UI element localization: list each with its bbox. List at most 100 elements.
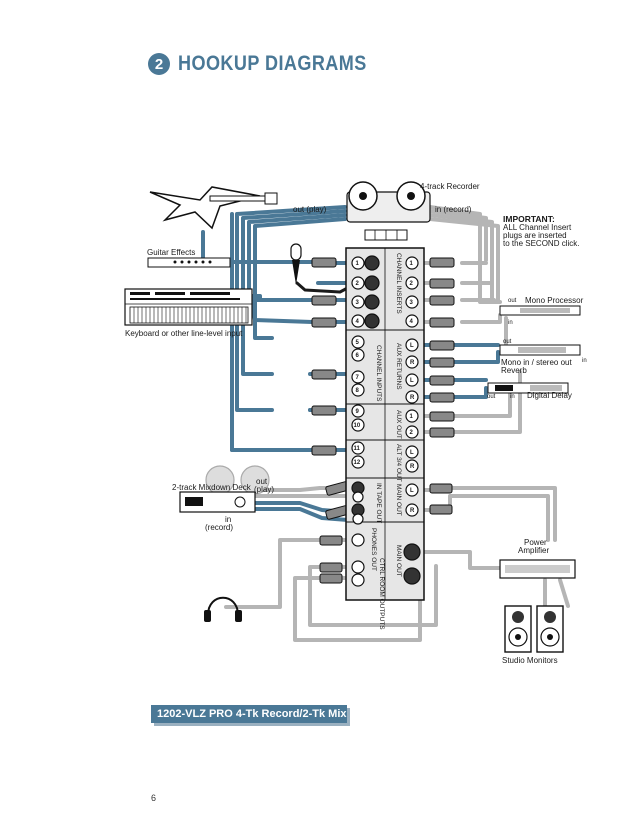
jack: [405, 256, 419, 270]
out-label: out: [503, 339, 512, 345]
plug: [429, 427, 455, 438]
jack-label: 2: [356, 281, 360, 287]
aux-return-jacks: L R L R: [405, 338, 419, 404]
xlr-jack: [364, 275, 380, 291]
plug: [319, 573, 343, 584]
plug: [429, 317, 455, 328]
plug: [429, 504, 453, 515]
jack-label: 4: [410, 319, 414, 325]
tape-jacks: [351, 481, 365, 525]
power-amplifier-unit: [499, 559, 576, 579]
power-amp-label: Amplifier: [518, 546, 549, 555]
jack: [351, 335, 365, 349]
jack: [405, 338, 419, 352]
keyboard-label: Keyboard or other line-level input: [125, 329, 243, 338]
jack-label: 3: [356, 300, 360, 306]
jack: [351, 573, 365, 587]
mono-processor-label: Mono Processor: [525, 296, 584, 305]
reverb-io-label: Mono in / stereo out: [501, 358, 572, 367]
jack: [351, 560, 365, 574]
section-number-badge: 2: [148, 53, 170, 75]
jack: [351, 404, 365, 418]
mixdown-record-label: (record): [205, 523, 233, 532]
jack-label: L: [410, 488, 414, 494]
mixdown-out-label: out: [256, 477, 268, 486]
aux-out-jacks: 1 2: [405, 409, 419, 439]
section-label: AUX RETURNS: [395, 343, 402, 390]
plug: [311, 369, 337, 380]
jack-label: L: [410, 343, 414, 349]
mixdown-deck-label: 2-track Mixdown Deck: [172, 483, 252, 492]
jack-label: R: [410, 360, 415, 366]
jack-label: R: [410, 464, 415, 470]
studio-monitor-right: [536, 605, 564, 653]
plug: [429, 375, 455, 386]
important-note-line: to the SECOND click.: [503, 239, 579, 248]
electric-guitar-icon: [149, 186, 278, 230]
jack-label: R: [410, 395, 415, 401]
guitar-effects-label: Guitar Effects: [147, 248, 195, 257]
jack-label: L: [410, 378, 414, 384]
in-label: in: [582, 358, 587, 364]
page-number: 6: [151, 793, 157, 803]
jack: [405, 425, 419, 439]
reverb-unit: [499, 344, 581, 356]
headphones-icon: [204, 596, 242, 622]
plug: [429, 357, 455, 368]
jack-label: 1: [356, 261, 360, 267]
section-label: IN TAPE OUT: [375, 483, 382, 523]
jack: [351, 314, 365, 328]
rca-jack: [352, 491, 364, 503]
jack: [405, 503, 419, 517]
important-note-line: ALL Channel Insert: [503, 223, 572, 232]
xlr-jack: [364, 313, 380, 329]
effects-knobs: [173, 260, 212, 264]
studio-monitors-label: Studio Monitors: [502, 656, 558, 665]
section-label: AUX OUT: [395, 410, 402, 439]
xlr-jack: [403, 543, 421, 561]
plug: [319, 535, 343, 546]
jack-label: 11: [354, 446, 361, 452]
jack-label: 5: [356, 340, 360, 346]
jack: [405, 409, 419, 423]
jack-label: 8: [356, 388, 360, 394]
alt-out-jacks: L R: [405, 445, 419, 473]
plug: [429, 278, 455, 289]
important-note-title: IMPORTANT:: [503, 214, 555, 224]
keyboard-keys: [133, 307, 247, 323]
xlr-jack: [403, 567, 421, 585]
microphone-icon: [290, 243, 302, 285]
out-play-label: out (play): [293, 205, 327, 214]
plug-layer: [311, 257, 455, 584]
jack: [351, 383, 365, 397]
jack-label: L: [410, 450, 414, 456]
diagram-caption: 1202-VLZ PRO 4-Tk Record/2-Tk Mix: [151, 705, 347, 723]
section-label: MAIN OUT: [395, 545, 402, 577]
in-label: in: [508, 320, 513, 326]
four-track-recorder: [346, 181, 431, 241]
digital-delay-unit: [487, 382, 569, 394]
recorder-label: 4-track Recorder: [420, 182, 480, 191]
in-record-label: in (record): [435, 205, 472, 214]
section-label: CHANNEL INSERTS: [395, 253, 402, 314]
jack: [351, 533, 365, 547]
plug: [311, 317, 337, 328]
insert-output-jacks: 1 2 3 4: [405, 256, 419, 328]
jack-label: 4: [356, 319, 360, 325]
section-label: CTRL ROOM OUTPUTS: [378, 558, 385, 630]
jack-label: 9: [356, 409, 360, 415]
phones-ctrl-jacks: [351, 533, 365, 587]
section-label: ALT 3/4 OUT: [395, 444, 402, 482]
mixdown-deck: [179, 465, 270, 513]
page-title: HOOKUP DIAGRAMS: [178, 52, 367, 75]
jack-label: 1: [410, 414, 414, 420]
main-out-jacks: L R: [405, 483, 419, 517]
plug: [319, 562, 343, 573]
plug: [429, 340, 455, 351]
plug: [429, 257, 455, 268]
jack: [405, 295, 419, 309]
jack: [351, 256, 365, 270]
jack-label: 1: [410, 261, 414, 267]
stereo-input-jacks: 5 6 7 8 9 10 11 12: [351, 335, 365, 469]
